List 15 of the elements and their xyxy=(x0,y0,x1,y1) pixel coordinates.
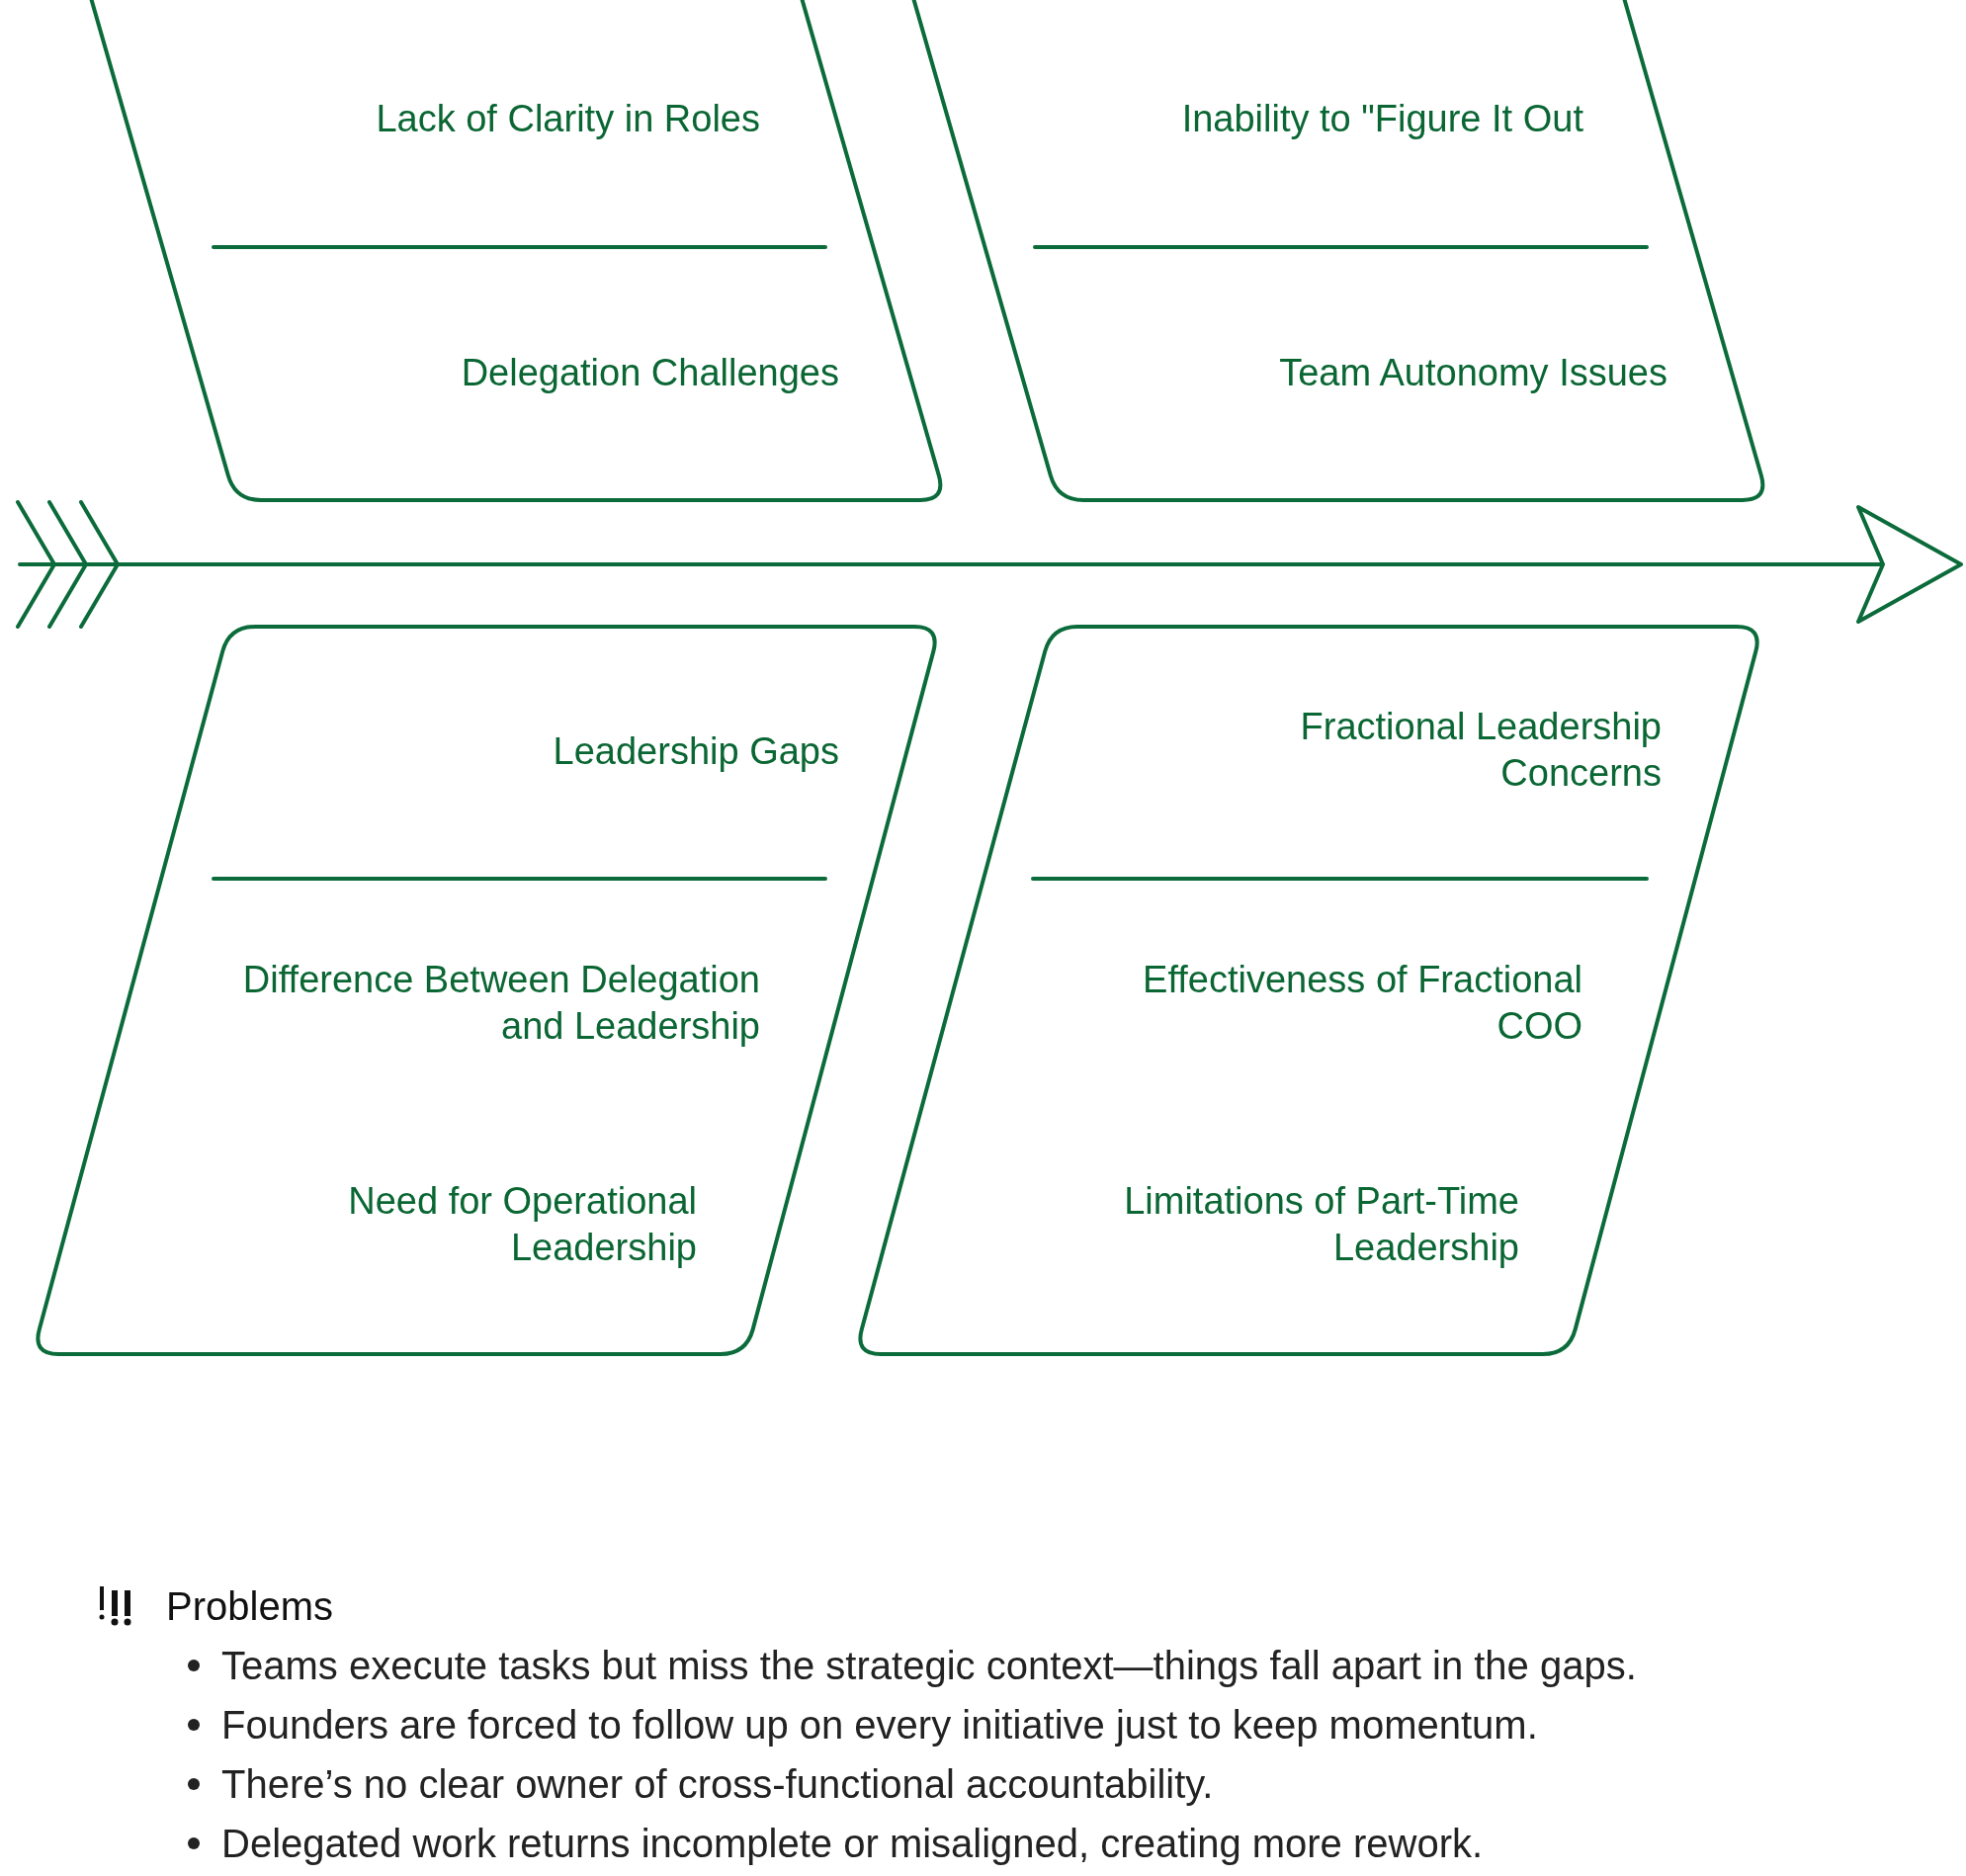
cause-label: Effectiveness of Fractional COO xyxy=(1142,958,1582,1049)
cause-label: Difference Between Delegation and Leadership xyxy=(241,958,760,1049)
bullet-text: Delegated work returns incomplete or misaligned, creating more rework. xyxy=(188,1819,1484,1868)
bullet-text: Founders are forced to follow up on every initiative just to keep momentum. xyxy=(188,1700,1538,1749)
bullet-text: There’s no clear owner of cross-functional accountability. xyxy=(188,1759,1214,1809)
section-heading: Problems xyxy=(166,1583,333,1630)
cause-label: Need for Operational Leadership xyxy=(347,1179,697,1270)
cause-label: Inability to "Figure It Out xyxy=(1181,96,1583,141)
bullet-text: Teams execute tasks but miss the strategic context—things fall apart in the gaps. xyxy=(188,1641,1637,1690)
cause-label: Team Autonomy Issues xyxy=(1279,350,1667,395)
cause-label: Lack of Clarity in Roles xyxy=(376,96,760,141)
cause-label: Leadership Gaps xyxy=(553,728,839,774)
cause-label: Delegation Challenges xyxy=(461,350,839,395)
cause-label: Limitations of Part-Time Leadership xyxy=(1123,1179,1519,1270)
cause-label: Fractional Leadership Concerns xyxy=(1299,705,1662,796)
